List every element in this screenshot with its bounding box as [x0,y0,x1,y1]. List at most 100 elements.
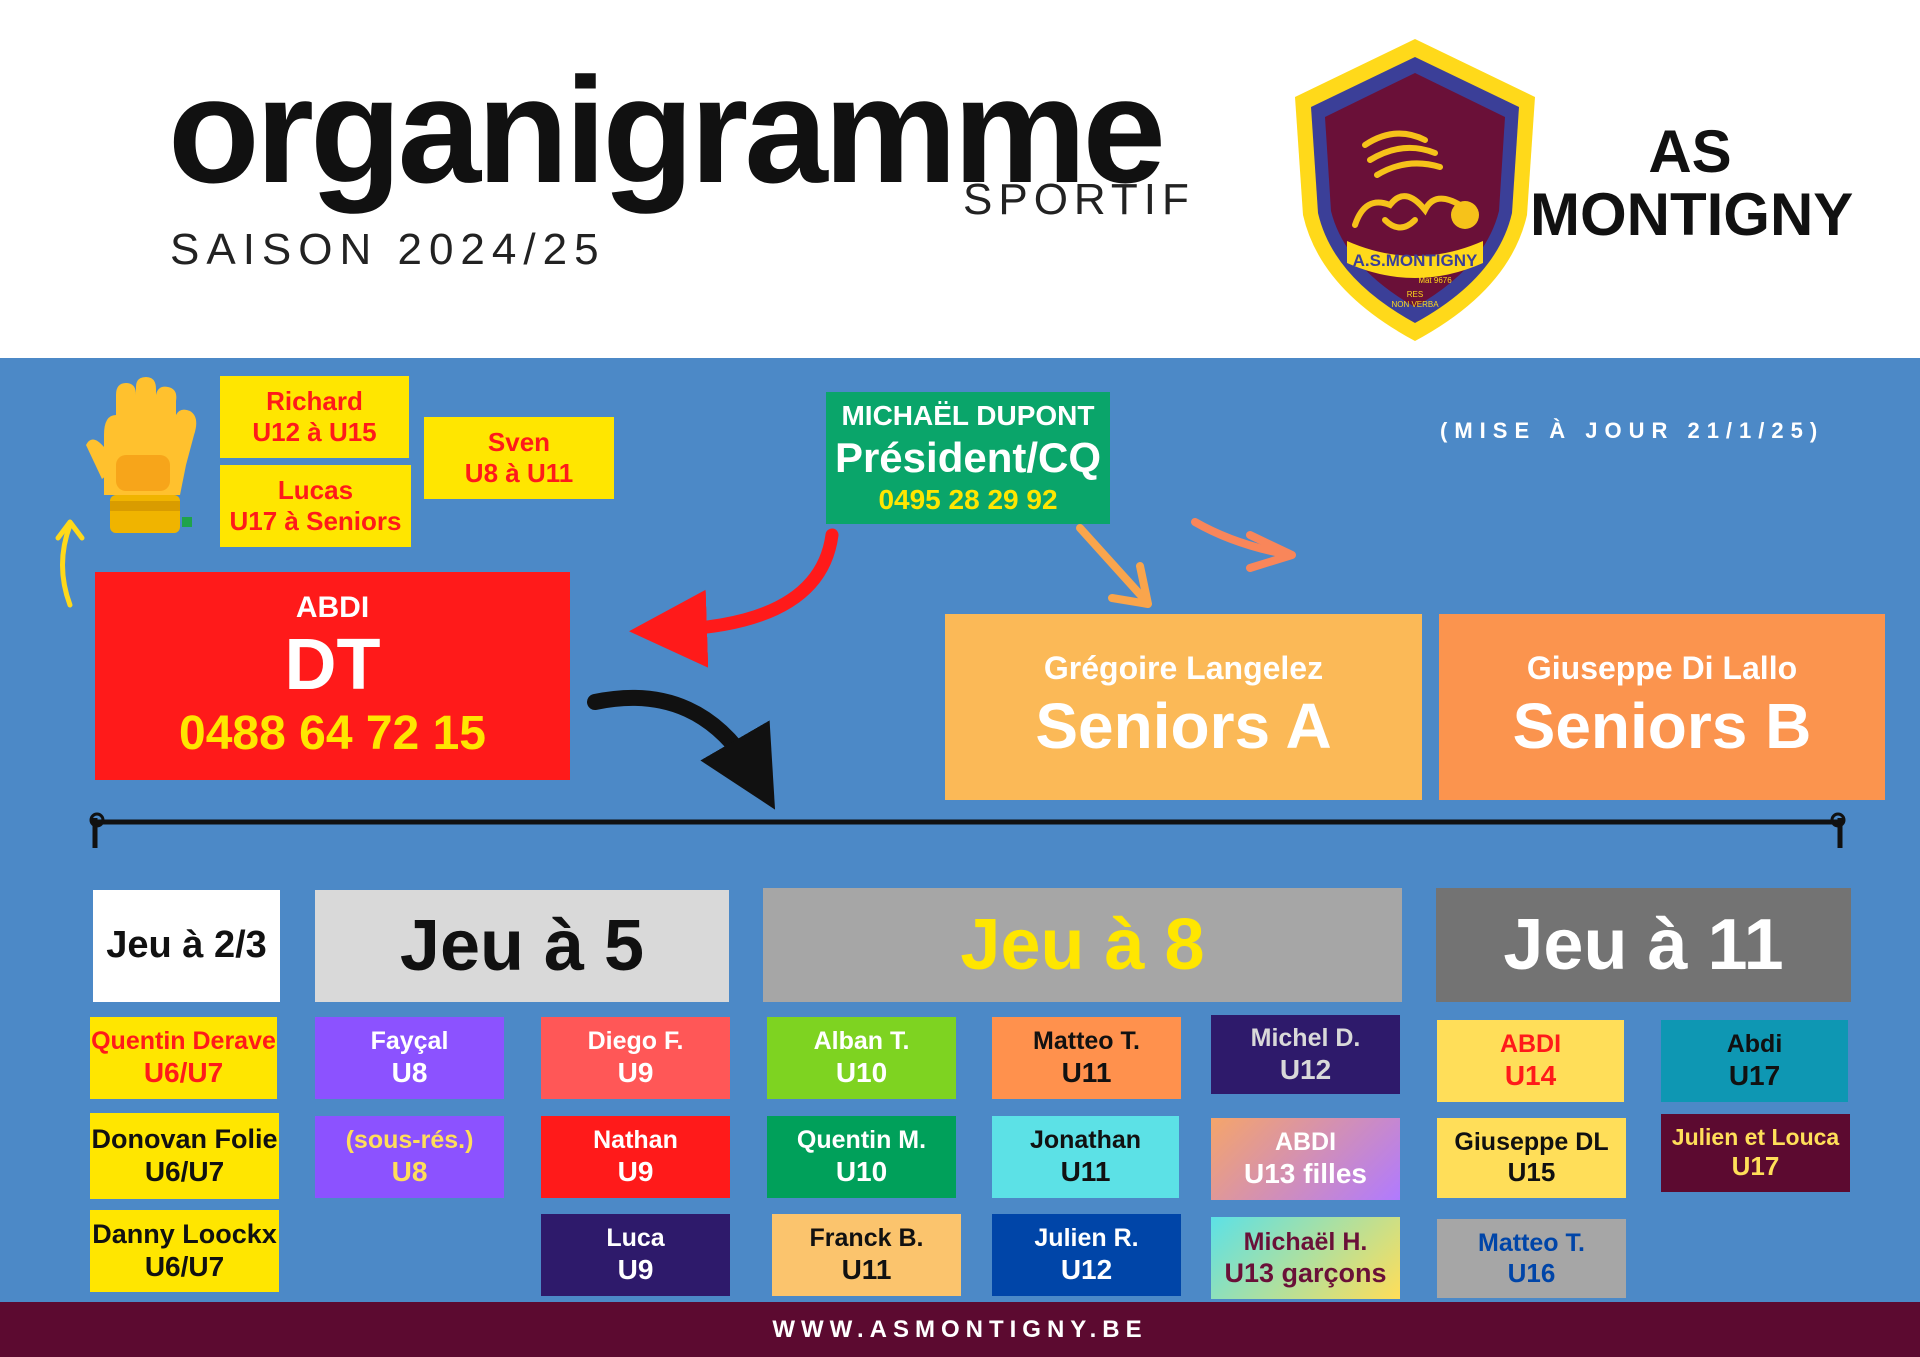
club-name-line1: AS [1648,118,1732,185]
gk-coach-range: U8 à U11 [464,458,574,488]
team-card: Giuseppe DL U15 [1437,1118,1626,1198]
team-category: U16 [1507,1257,1556,1288]
team-coach: Fayçal [370,1027,449,1056]
team-category: U10 [835,1057,888,1089]
gk-coach-richard: Richard U12 à U15 [220,376,409,458]
team-category: U11 [1060,1156,1111,1188]
gk-coach-name: Sven [487,426,551,457]
crest-motto-2: NON VERBA [1391,300,1439,309]
team-coach: (sous-rés.) [345,1126,474,1155]
footer-website[interactable]: WWW.ASMONTIGNY.BE [0,1302,1920,1357]
team-category: U12 [1060,1254,1113,1286]
dt-name: ABDI [295,590,370,624]
team-coach: Nathan [593,1126,678,1155]
president-role: Président/CQ [834,433,1102,481]
team-coach: ABDI [1499,1030,1562,1059]
team-category: U8 [391,1057,428,1089]
page-title: organigramme [168,46,1166,214]
arrow-president-to-seniors-a [1076,524,1149,604]
team-coach: ABDI [1274,1128,1337,1157]
team-category: U8 [391,1156,428,1188]
president-box: MICHAËL DUPONT Président/CQ 0495 28 29 9… [826,392,1110,524]
team-card: Franck B. U11 [772,1214,961,1296]
season-label: SAISON 2024/25 [170,225,606,274]
team-card: ABDI U13 filles [1211,1118,1400,1200]
team-category: U9 [617,1254,654,1286]
team-card: (sous-rés.) U8 [315,1116,504,1198]
seniors-coach-name: Grégoire Langelez [1043,650,1324,687]
team-coach: Matteo T. [1033,1027,1140,1056]
team-card: Quentin Derave U6/U7 [90,1017,277,1099]
team-card: Julien et Louca U17 [1661,1114,1850,1192]
seniors-a-box: Grégoire Langelez Seniors A [945,614,1422,800]
team-coach: Michel D. [1250,1023,1361,1052]
team-coach: Julien et Louca [1671,1123,1840,1150]
team-coach: Giuseppe DL [1454,1128,1609,1157]
team-card: ABDI U14 [1437,1020,1624,1102]
team-coach: Franck B. [809,1224,924,1253]
seniors-team-name: Seniors A [1035,689,1332,762]
team-card: Michel D. U12 [1211,1015,1400,1094]
arrow-glove [60,522,73,608]
team-card: Quentin M. U10 [767,1116,956,1198]
team-card: Fayçal U8 [315,1017,504,1099]
team-coach: Luca [606,1224,665,1253]
club-crest-logo: A.S.MONTIGNY Mat 9676 RES NON VERBA [1295,39,1535,341]
team-coach: Donovan Folie [91,1124,278,1154]
gk-coach-range: U17 à Seniors [229,506,402,536]
arrow-president-to-dt [629,528,839,668]
dt-box: ABDI DT 0488 64 72 15 [95,572,570,780]
team-card: Jonathan U11 [992,1116,1179,1198]
team-card: Alban T. U10 [767,1017,956,1099]
team-category: U13 garçons [1224,1257,1387,1288]
team-card: Diego F. U9 [541,1017,730,1099]
team-coach: Abdi [1726,1030,1783,1059]
team-category: U12 [1279,1053,1332,1085]
team-category: U11 [1061,1057,1112,1089]
team-coach: Alban T. [813,1027,910,1056]
team-card: Danny Loockx U6/U7 [90,1210,279,1292]
team-category: U6/U7 [144,1251,225,1283]
dt-role: DT [284,624,381,705]
football-icon [1451,201,1479,229]
team-category: U14 [1504,1060,1557,1092]
seniors-coach-name: Giuseppe Di Lallo [1526,650,1798,687]
team-coach: Matteo T. [1478,1228,1585,1257]
gk-coach-range: U12 à U15 [252,417,377,447]
team-category: U9 [617,1156,654,1188]
team-card: Matteo T. U16 [1437,1219,1626,1298]
team-category: U11 [841,1254,892,1286]
team-category: U9 [617,1057,654,1089]
team-category: U6/U7 [143,1057,224,1089]
team-category: U15 [1507,1157,1556,1188]
gk-coach-name: Lucas [277,474,354,505]
arrow-dt-to-teams [587,689,776,810]
team-coach: Jonathan [1029,1126,1142,1155]
team-card: Nathan U9 [541,1116,730,1198]
team-card: Matteo T. U11 [992,1017,1181,1099]
gk-coach-name: Richard [266,385,363,416]
crest-text: A.S.MONTIGNY [1353,251,1478,270]
team-card: Luca U9 [541,1214,730,1296]
team-coach: Michaël H. [1243,1227,1368,1256]
club-name: AS MONTIGNY [1530,118,1854,248]
president-phone: 0495 28 29 92 [878,484,1058,516]
seniors-b-box: Giuseppe Di Lallo Seniors B [1439,614,1885,800]
page-subtitle: SPORTIF [963,175,1195,224]
griffin-icon [1352,130,1463,231]
club-name-line2: MONTIGNY [1530,181,1854,248]
team-card: Michaël H. U13 garçons [1211,1217,1400,1299]
category-jeu-5: Jeu à 5 [315,890,729,1002]
team-coach: Julien R. [1034,1224,1139,1253]
team-card: Julien R. U12 [992,1214,1181,1296]
team-coach: Quentin Derave [91,1027,276,1056]
category-jeu-11: Jeu à 11 [1436,888,1851,1002]
goalkeeper-glove-icon [86,377,197,533]
team-card: Abdi U17 [1661,1020,1848,1102]
team-category: U13 filles [1244,1158,1367,1190]
seniors-team-name: Seniors B [1512,689,1812,762]
team-category: U17 [1731,1151,1780,1182]
team-category: U6/U7 [144,1156,225,1188]
team-category: U17 [1728,1060,1781,1092]
team-category: U10 [835,1156,888,1188]
